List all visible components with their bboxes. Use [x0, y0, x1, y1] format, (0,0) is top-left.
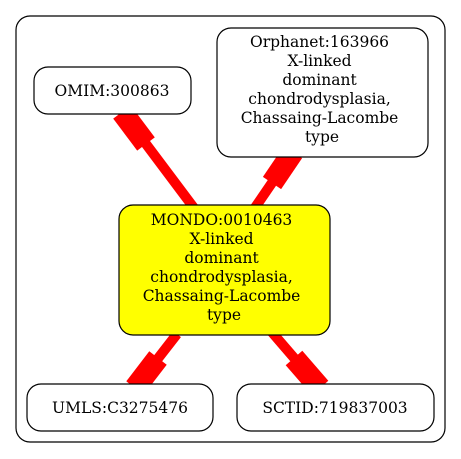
- node-orphanet-line-3: dominant: [282, 71, 357, 89]
- node-orphanet[interactable]: Orphanet:163966 X-linked dominant chondr…: [216, 27, 429, 158]
- node-sctid[interactable]: SCTID:719837003: [236, 383, 435, 432]
- node-orphanet-line-2: X-linked: [287, 52, 351, 70]
- edge-arrow-marker: [126, 351, 167, 395]
- node-mondo-line-6: type: [207, 306, 241, 324]
- node-orphanet-line-5: Chassaing-Lacombe: [241, 109, 399, 127]
- node-omim-label: OMIM:300863: [55, 82, 170, 100]
- node-mondo-line-5: Chassaing-Lacombe: [143, 287, 301, 305]
- svg-text:SCTID:719837003: SCTID:719837003: [262, 399, 407, 417]
- svg-text:UMLS:C3275476: UMLS:C3275476: [52, 399, 188, 417]
- svg-text:Orphanet:163966 X-linked: Orphanet:163966 X-linked dominant chondr…: [241, 33, 404, 146]
- node-mondo-line-4: chondrodysplasia,: [150, 268, 292, 286]
- edge-arrow-marker: [113, 105, 155, 151]
- edge-mondo-sctid: [266, 326, 329, 396]
- edge-arrow-marker: [285, 350, 329, 396]
- node-mondo-line-1: MONDO:0010463: [151, 211, 293, 229]
- node-orphanet-line-4: chondrodysplasia,: [248, 90, 390, 108]
- node-sctid-label: SCTID:719837003: [262, 399, 407, 417]
- edge-omim-mondo: [113, 105, 204, 219]
- svg-text:MONDO:0010463 X-linked: MONDO:0010463 X-linked dominant chondrod…: [143, 211, 306, 324]
- node-umls[interactable]: UMLS:C3275476: [26, 383, 214, 432]
- node-orphanet-line-1: Orphanet:163966: [250, 33, 389, 51]
- node-mondo-line-2: X-linked: [189, 230, 253, 248]
- node-orphanet-line-6: type: [305, 128, 339, 146]
- edge-mondo-umls: [126, 330, 181, 395]
- node-mondo[interactable]: MONDO:0010463 X-linked dominant chondrod…: [118, 204, 331, 336]
- node-umls-label: UMLS:C3275476: [52, 399, 188, 417]
- node-omim[interactable]: OMIM:300863: [33, 66, 192, 115]
- svg-text:OMIM:300863: OMIM:300863: [55, 82, 170, 100]
- node-mondo-line-3: dominant: [184, 249, 259, 267]
